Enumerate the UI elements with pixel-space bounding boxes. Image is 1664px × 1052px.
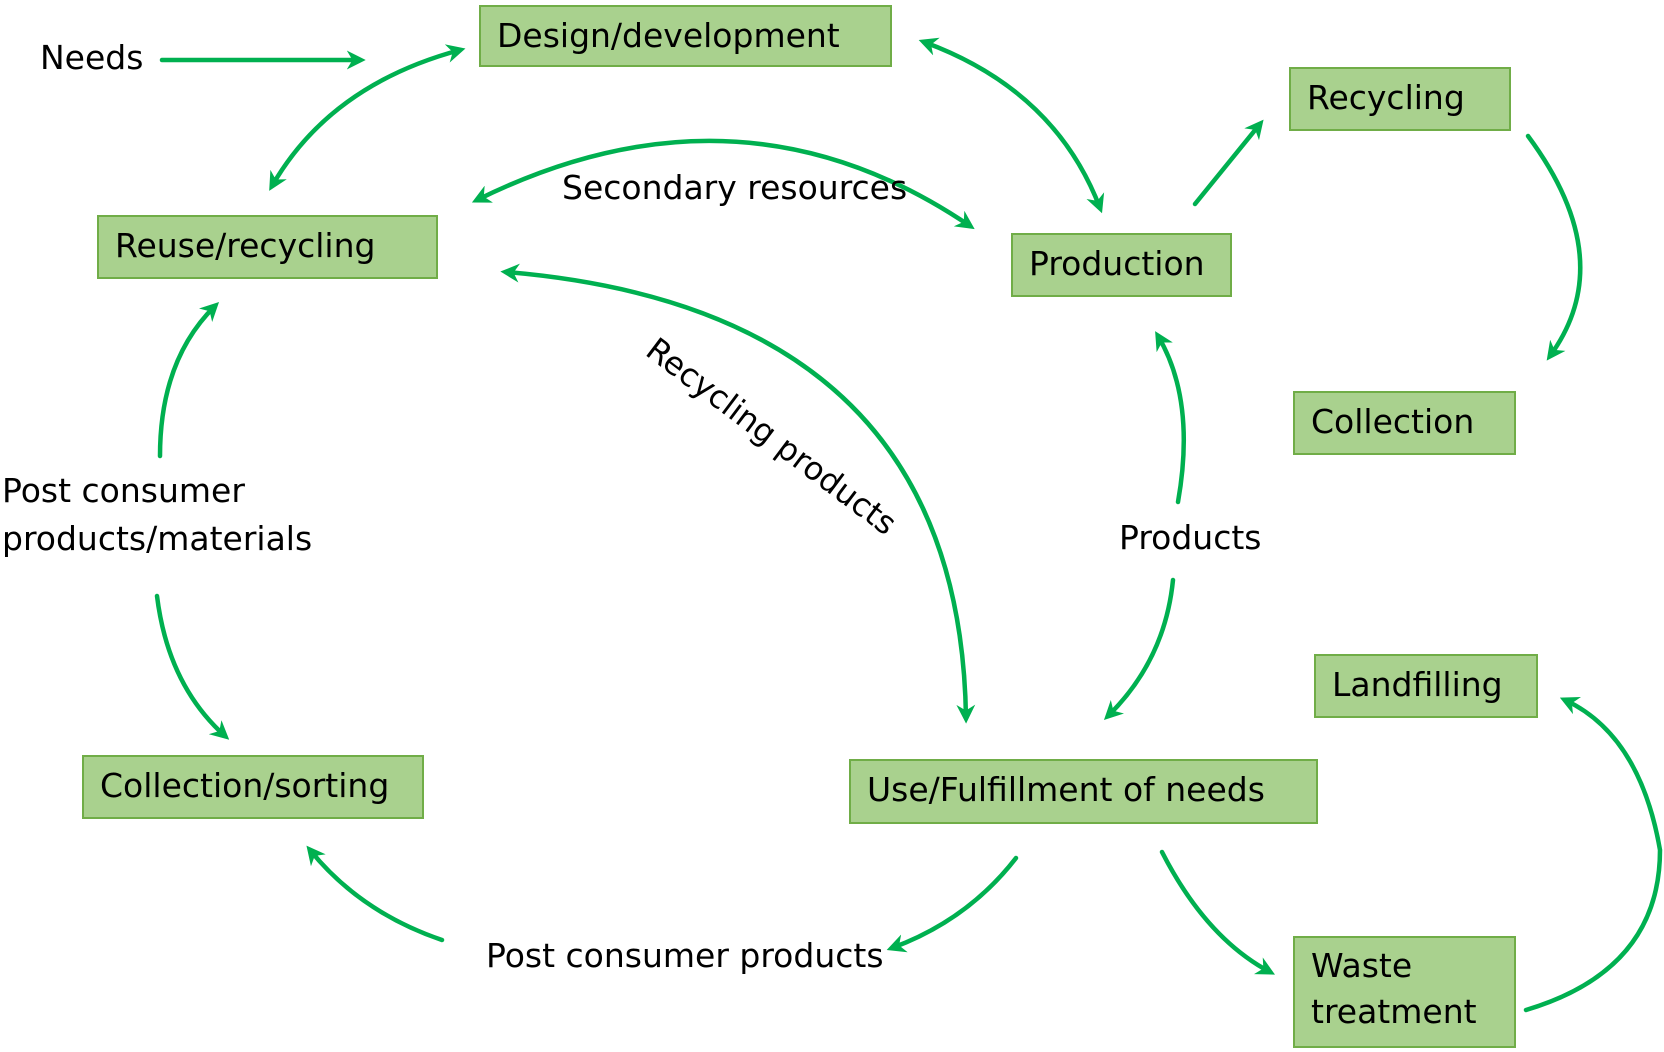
arrow-design-production [918, 37, 1105, 214]
arrow-post-consumer-down [154, 593, 230, 740]
use-fulfillment-box: Use/Fulfillment of needs [849, 759, 1318, 824]
arrow-products-up [1155, 331, 1186, 505]
arrow-post-consumer-collection [306, 845, 445, 943]
arrow-use-waste [1159, 849, 1276, 975]
post-consumer-products-label: Post consumer products [486, 936, 884, 975]
arrow-recycling-collection [1525, 133, 1583, 361]
arrow-secondary-resources [471, 138, 975, 230]
arrow-design-reuse [269, 44, 466, 191]
arrow-recycling-products [500, 263, 976, 724]
arrow-products-down [1103, 577, 1176, 720]
needs-label: Needs [40, 38, 144, 77]
collection-box: Collection [1293, 391, 1516, 455]
products-label: Products [1119, 518, 1262, 557]
collection-sorting-box: Collection/sorting [82, 755, 424, 819]
waste-treatment-box: Waste treatment [1293, 936, 1516, 1048]
design-development-box: Design/development [479, 5, 892, 67]
landfilling-box: Landfilling [1314, 654, 1538, 718]
arrow-waste-landfilling [1523, 697, 1663, 1013]
production-box: Production [1011, 233, 1232, 297]
arrow-use-post-consumer [886, 855, 1019, 953]
arrow-post-consumer-up [157, 302, 220, 459]
post-consumer-materials-label: Post consumer products/materials [2, 471, 313, 558]
recycling-box: Recycling [1289, 67, 1511, 131]
reuse-recycling-box: Reuse/recycling [97, 215, 438, 279]
arrow-production-recycling [1192, 119, 1264, 207]
secondary-resources-label: Secondary resources [562, 168, 908, 207]
